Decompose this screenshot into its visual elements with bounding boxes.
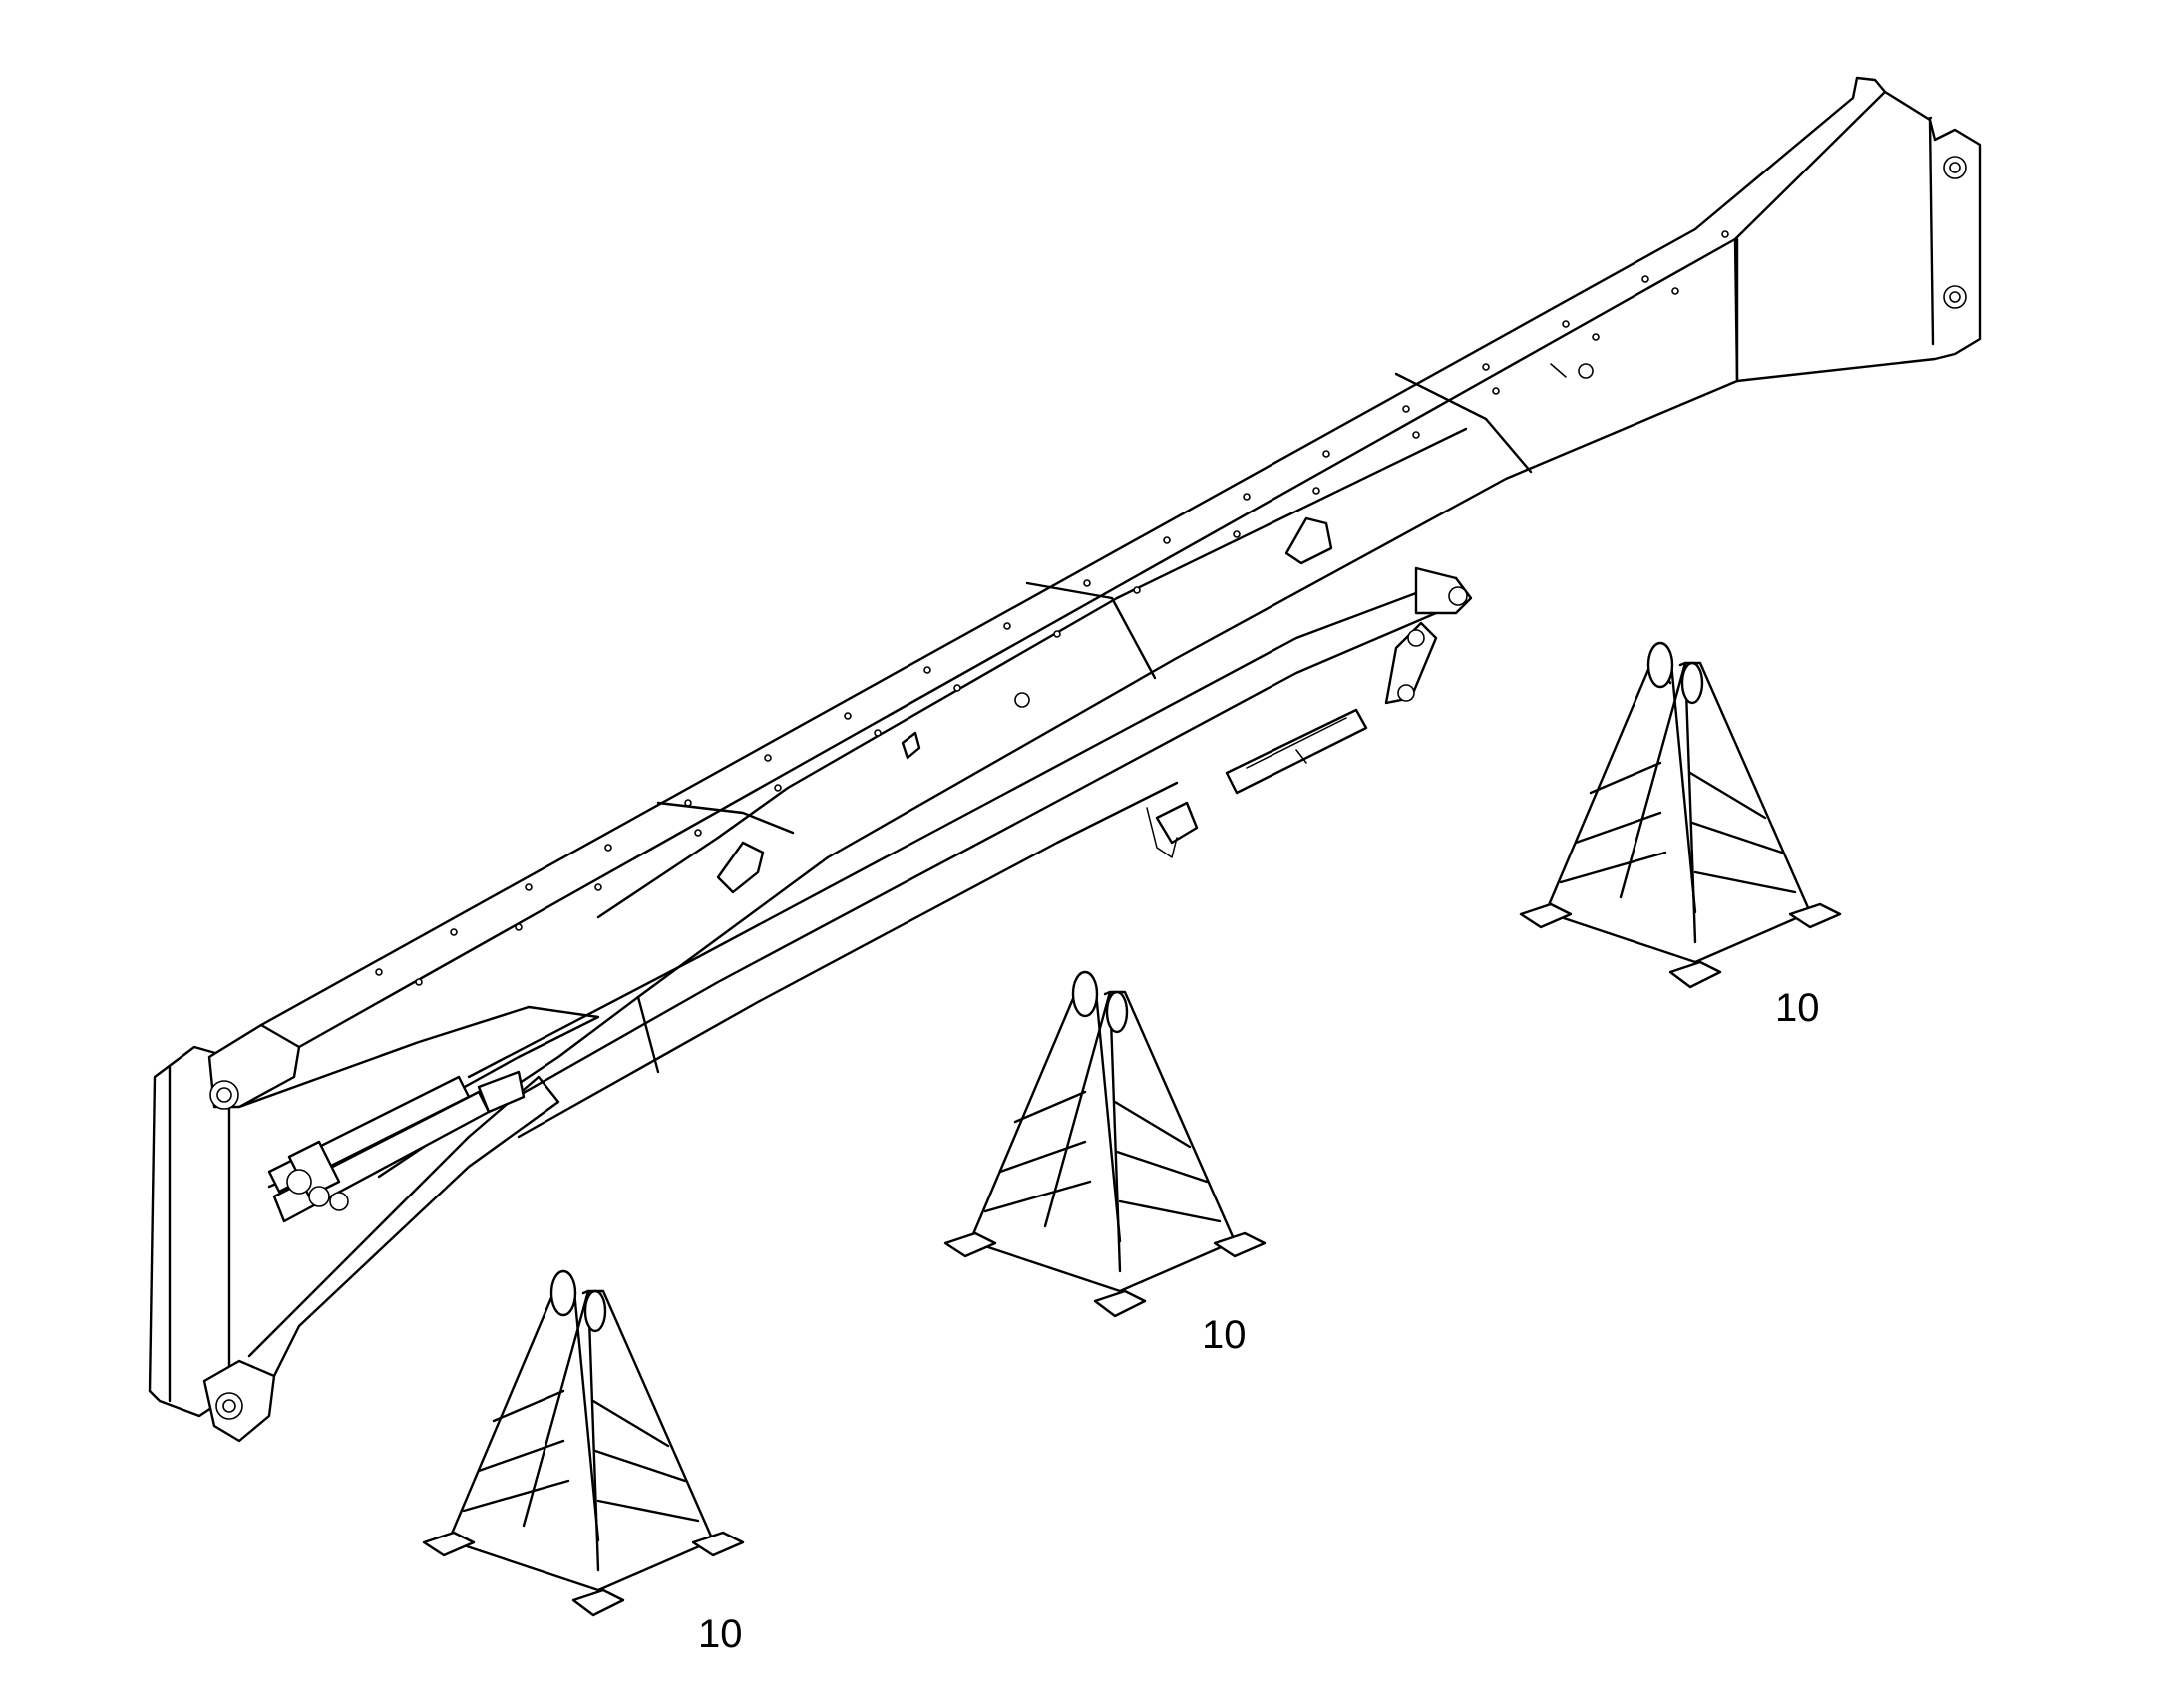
flange-bolts [375, 230, 1729, 986]
luffing-arm [467, 566, 1473, 1139]
hydraulic-cylinder [1225, 708, 1368, 795]
support-stand-middle [943, 970, 1267, 1318]
base-cylinder-end [477, 1070, 526, 1114]
boom-tip-head [1733, 90, 1982, 383]
arm-link [1384, 621, 1438, 705]
callout-stand-left: 10 [698, 1612, 743, 1656]
section-joint-1 [1394, 372, 1533, 474]
boom-upper-flange [297, 116, 1933, 1049]
arm-bottom [497, 611, 1438, 1109]
boom-bottom-edge [377, 379, 1739, 1179]
support-stand-right [1519, 641, 1842, 989]
boom-tip-plate [1735, 118, 1935, 381]
base-strut-lower [247, 1075, 560, 1378]
web-lug-3 [901, 731, 921, 760]
boom-top-edge [259, 76, 1887, 1027]
boom [148, 76, 1982, 1443]
web-boss-1 [1014, 692, 1030, 708]
callout-stand-middle: 10 [1202, 1313, 1247, 1357]
arm-bottom-2 [517, 781, 1179, 1139]
arm-head-pin [1448, 586, 1468, 606]
support-stand-left [422, 1269, 745, 1617]
web-lug-1 [716, 841, 765, 894]
section-joint-2 [1025, 581, 1157, 680]
callout-stand-right: 10 [1775, 986, 1820, 1030]
boom-web-lower [596, 427, 1468, 919]
web-lug-2 [1284, 516, 1333, 565]
cylinder-clevis [1155, 801, 1199, 845]
base-cylinders [267, 1070, 526, 1223]
web-boss-2 [1578, 363, 1594, 379]
